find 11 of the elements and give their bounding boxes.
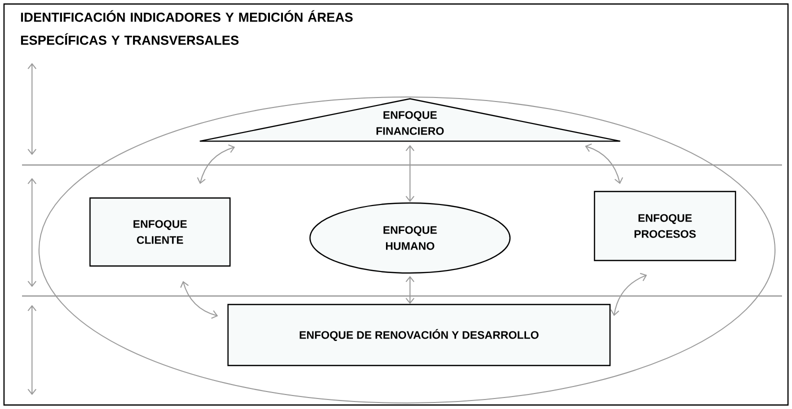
process-box: ENFOQUE PROCESOS — [594, 190, 736, 262]
arrow — [406, 276, 414, 304]
arrow — [180, 281, 218, 319]
arrow — [585, 143, 624, 184]
arrow — [406, 145, 414, 202]
process-box: ENFOQUE CLIENTE — [89, 197, 231, 267]
title: IDENTIFICACIÓN INDICADORES Y MEDICIÓN ÁREAS ESPECÍFICAS Y TRANSVERSALES — [21, 10, 353, 45]
outer-ellipse — [38, 96, 776, 404]
arrow — [610, 272, 647, 316]
process-box: ENFOQUE DE RENOVACIÓN Y DESARROLLO — [227, 304, 611, 366]
arrow — [196, 144, 235, 184]
